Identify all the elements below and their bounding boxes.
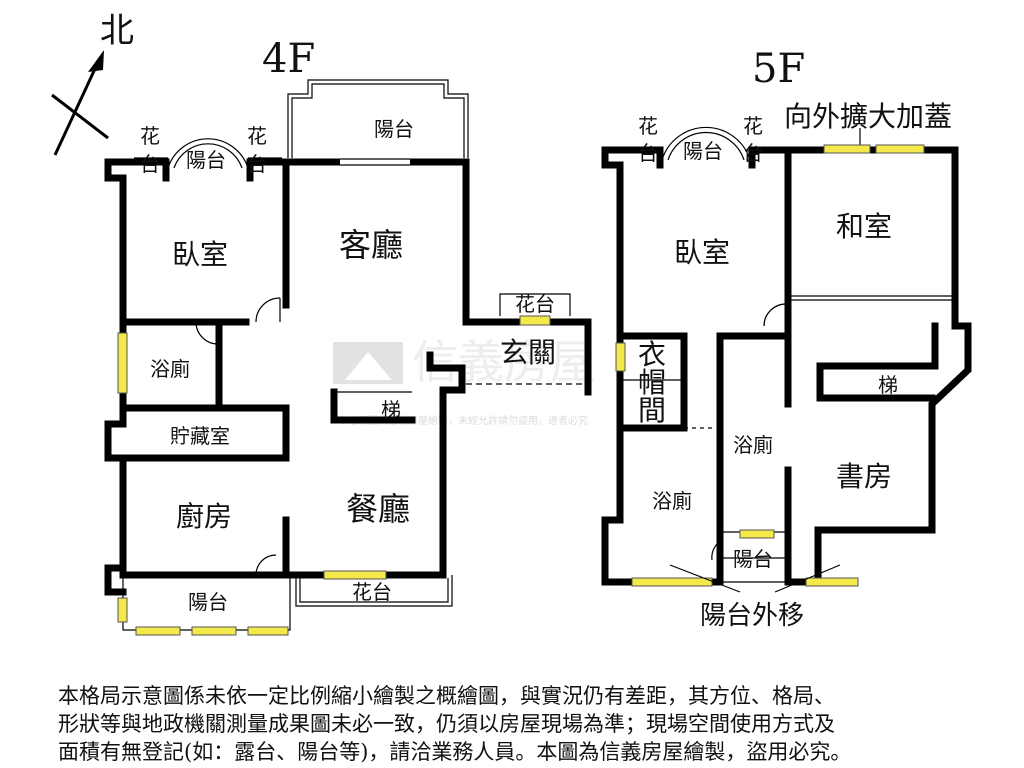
f4-bath-label: 浴廁	[150, 357, 190, 381]
f4-planter-left-label-2: 台	[140, 152, 160, 176]
f4-entrance-label: 玄關	[500, 336, 556, 369]
f4-kitchen-label: 廚房	[176, 500, 232, 533]
f4-balcony-bottom-label: 陽台	[188, 590, 228, 614]
f5-closet-label-1: 衣	[638, 338, 666, 371]
f4-entrance-planter-label: 花台	[515, 292, 555, 316]
f5-planter-right-label-1: 花	[743, 114, 763, 138]
f5-japanese-room-label: 和室	[836, 210, 892, 243]
floor-5f-plan	[601, 126, 972, 593]
floor-plan-drawing: 北 信義房屋 本格局圖為信義房屋繪製，未經允許請勿盜用，違者必究 4F	[51, 11, 972, 636]
f4-planter-left-label-1: 花	[140, 124, 160, 148]
disclaimer-text: 本格局示意圖係未依一定比例縮小繪製之概繪圖，與實況仍有差距，其方位、格局、 形狀…	[58, 682, 978, 766]
f5-bedroom-label: 臥室	[674, 236, 730, 269]
f5-study-label: 書房	[836, 460, 892, 493]
f4-stairs-label: 梯	[381, 398, 401, 422]
f5-bath-center-label: 浴廁	[733, 433, 773, 457]
f5-planter-left-label-1: 花	[638, 114, 658, 138]
f4-planter-right-label-2: 台	[247, 152, 267, 176]
f4-storage-label: 貯藏室	[170, 424, 230, 448]
north-label: 北	[100, 11, 134, 51]
f4-balcony-small-label: 陽台	[186, 148, 226, 172]
f4-bedroom-label: 臥室	[172, 238, 228, 271]
floor-4f-plan	[104, 79, 592, 636]
f5-stairs-label: 梯	[878, 373, 898, 397]
floor-5f-title: 5F	[752, 46, 805, 92]
f5-closet-label-2: 帽	[638, 366, 666, 399]
f5-closet-label-3: 間	[638, 394, 666, 427]
disclaimer-line: 形狀等與地政機關測量成果圖未必一致，仍須以房屋現場為準；現場空間使用方式及	[58, 712, 835, 736]
watermark-brand: 信義房屋	[412, 335, 596, 389]
disclaimer-line: 面積有無登記(如：露台、陽台等)，請洽業務人員。本圖為信義房屋繪製，盜用必究。	[58, 740, 852, 764]
f5-planter-right-label-2: 台	[743, 141, 763, 165]
floor-4f-title: 4F	[262, 36, 315, 82]
north-arrow-icon	[51, 50, 109, 156]
f5-balcony-moved-note: 陽台外移	[700, 601, 804, 631]
f4-planter-right-label-1: 花	[247, 124, 267, 148]
f5-balcony-small-label: 陽台	[683, 139, 723, 163]
f5-extension-note: 向外擴大加蓋	[784, 100, 952, 133]
f5-planter-left-label-2: 台	[638, 141, 658, 165]
f4-living-label: 客廳	[339, 226, 403, 264]
f5-balcony-bottom-label: 陽台	[733, 547, 773, 571]
disclaimer-line: 本格局示意圖係未依一定比例縮小繪製之概繪圖，與實況仍有差距，其方位、格局、	[58, 684, 835, 708]
f4-dining-label: 餐廳	[346, 490, 410, 528]
f4-planter-bottom-label: 花台	[352, 580, 392, 604]
f4-balcony-top-label: 陽台	[374, 117, 414, 141]
f5-bath-left-label: 浴廁	[652, 489, 692, 513]
